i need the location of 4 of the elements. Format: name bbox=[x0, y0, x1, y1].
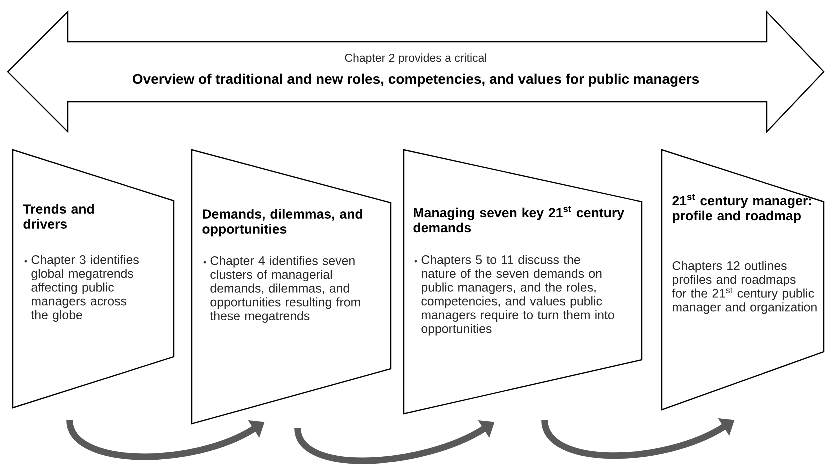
trapezoid-box: Demands, dilemmas, and opportunities Chapter 4 identifies seven clusters of managerial demands, dilemmas, and opportunities resulting from these megatrends bbox=[191, 149, 392, 425]
trapezoid-box: Managing seven key 21$^{st}$ century demands Chapters 5 to 11 discuss the nature of the seven demands on public managers, and the roles, competencies, and values public managers require to turn them into opportunities bbox=[403, 149, 643, 415]
trapezoid-box: Trends and drivers Chapter 3 identifies global megatrends affecting public managers across the globe bbox=[12, 149, 175, 409]
trapezoid-box: 21$^{st}$ century manager: profile and roadmap Chapters 12 outlines profiles and roadmaps for the 21$^{st}$ century public manager and organization bbox=[661, 149, 825, 411]
